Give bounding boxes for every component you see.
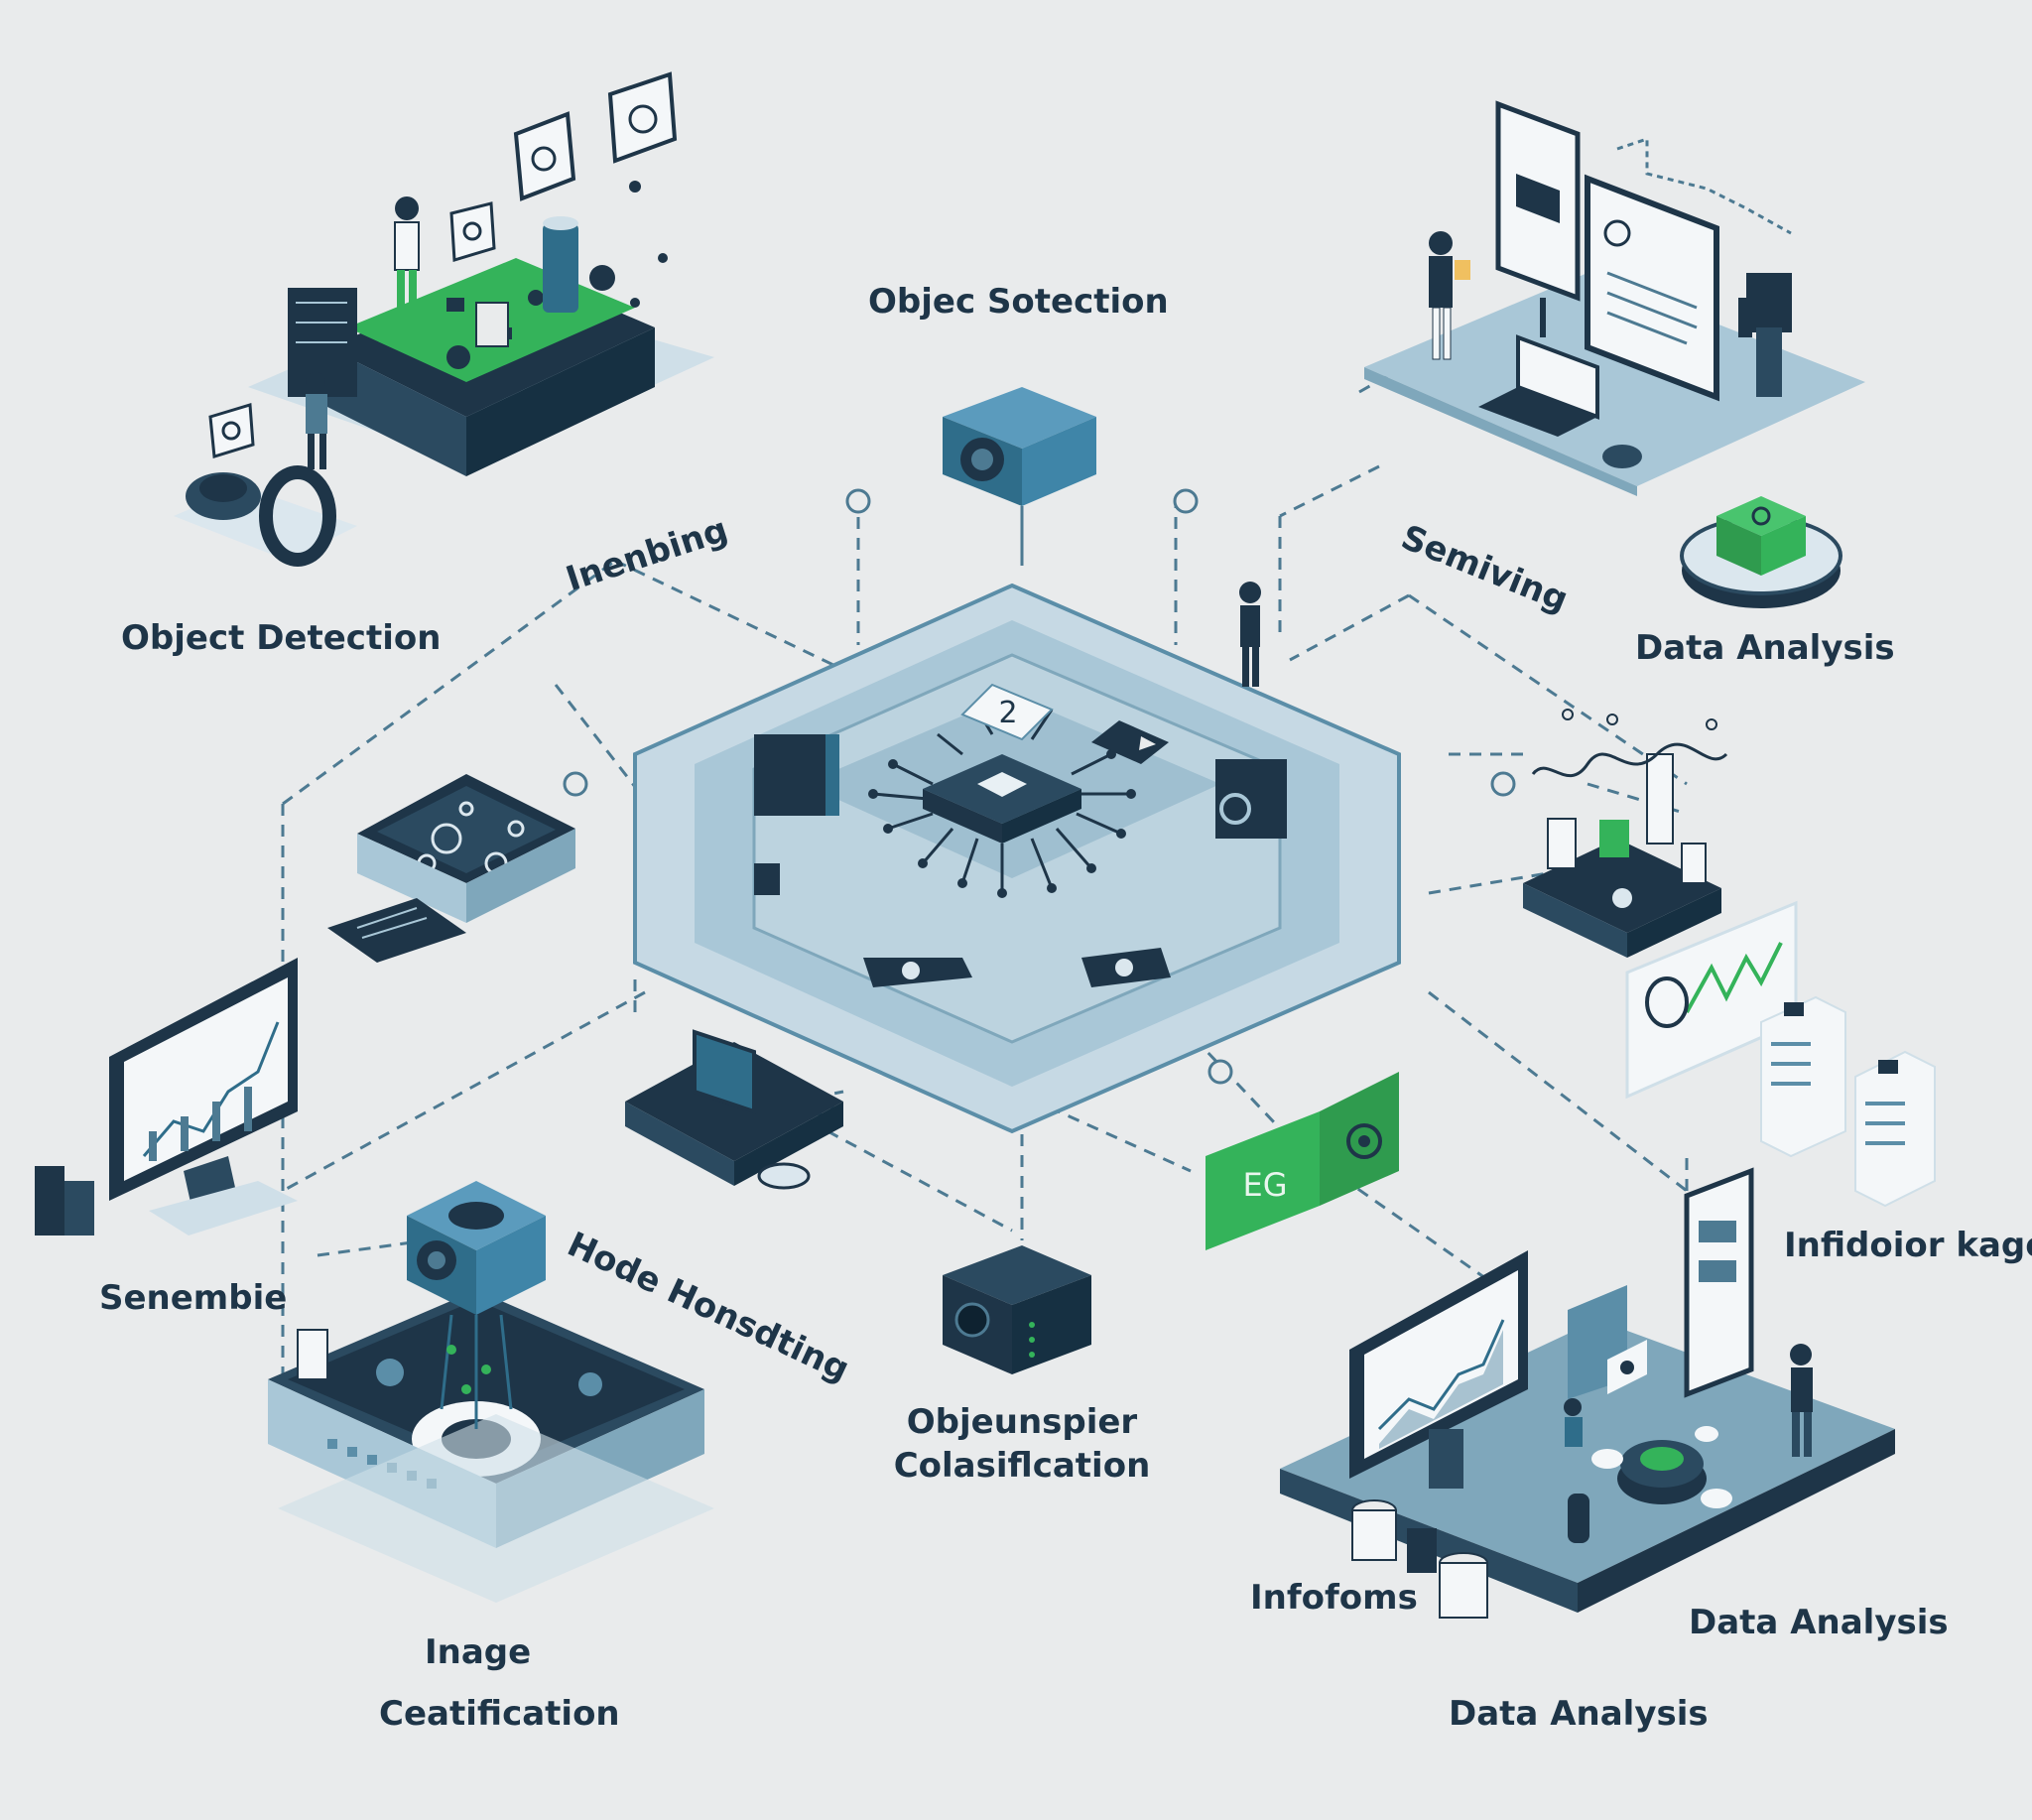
label-inferior-kage: Infidoior kage [1784, 1226, 2032, 1265]
green-panel-text: EG [1242, 1166, 1287, 1204]
person-figure [1239, 582, 1261, 687]
analytics-floor-bottom-right [1280, 1167, 1895, 1619]
label-objec-sotection: Objec Sotection [868, 282, 1169, 322]
monitor-chart-left [35, 958, 298, 1235]
green-panel [1206, 1072, 1399, 1250]
label-objeunspier: Objeunspier [906, 1402, 1138, 1442]
sensor-board-left [327, 774, 575, 963]
label-data-analysis-top: Data Analysis [1635, 628, 1895, 668]
label-data-analysis-bottom: Data Analysis [1449, 1694, 1709, 1734]
label-infofoms: Infofoms [1250, 1578, 1418, 1618]
label-object-detection: Object Detection [121, 618, 442, 658]
cpu-chip-icon [868, 709, 1136, 898]
label-data-analysis-right: Data Analysis [1689, 1603, 1949, 1642]
central-platform: 2 [633, 583, 1401, 1134]
top-camera-icon [943, 387, 1096, 566]
label-colasification: Colasiflcation [893, 1446, 1151, 1486]
lab-station-top-left [174, 71, 714, 567]
bottom-camera-icon [943, 1245, 1091, 1374]
data-rack-right [1523, 709, 1936, 1208]
chip-badge-text: 2 [998, 696, 1017, 730]
terminal-station [625, 1029, 843, 1190]
platform-modules [754, 720, 1287, 987]
label-ceatification: Ceatification [379, 1694, 620, 1734]
office-station-top-right [1364, 100, 1865, 608]
label-image: Inage [425, 1632, 532, 1672]
label-senembie: Senembie [99, 1278, 288, 1318]
chip-badge-card [960, 683, 1054, 741]
server-station-bottom-left [268, 1181, 714, 1603]
